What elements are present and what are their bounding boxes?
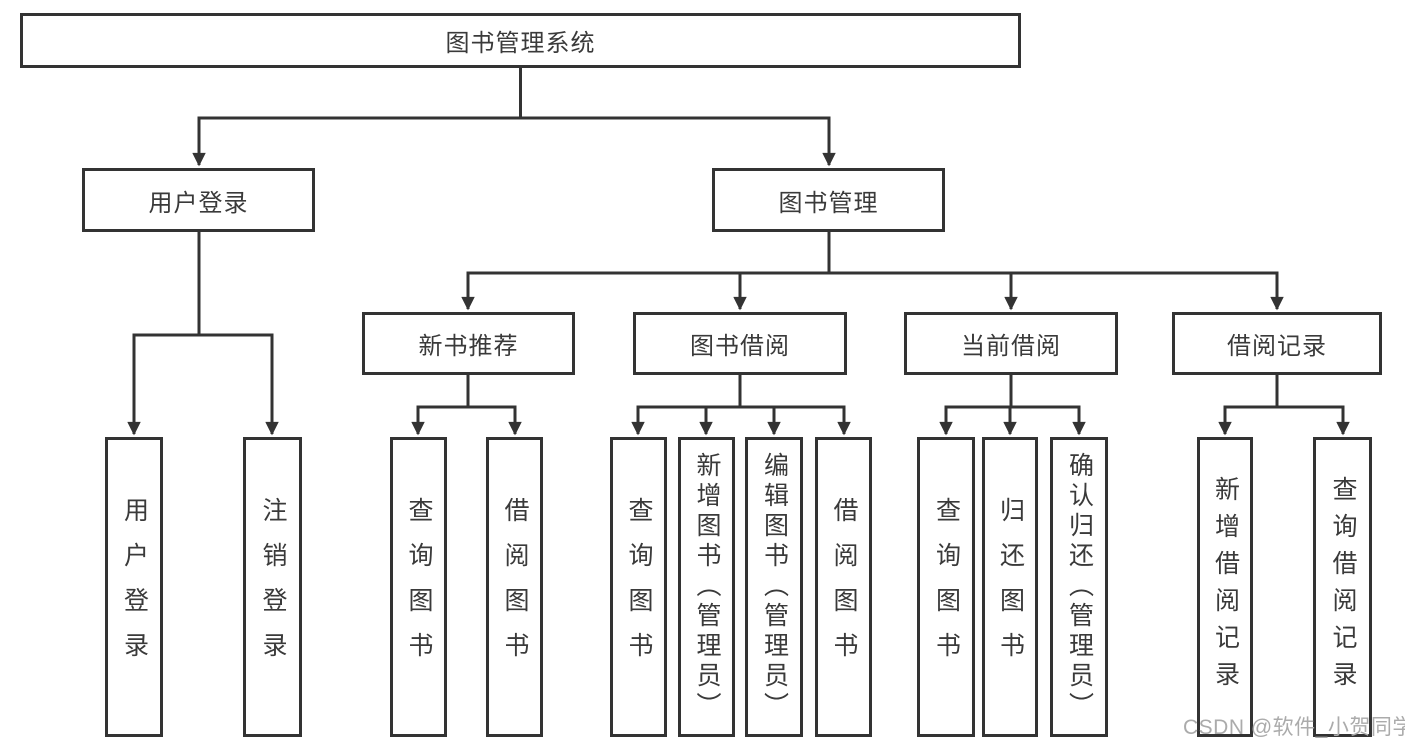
watermark: CSDN @软件_小贺同学 [1183,716,1405,739]
leaf-query-book-current: 查询图书 [917,437,975,737]
node-root-system: 图书管理系统 [20,13,1021,68]
leaf-user-login: 用户登录 [105,437,163,737]
node-book-borrow: 图书借阅 [633,312,847,375]
leaf-add-borrow-record: 新增借阅记录 [1197,437,1253,737]
leaf-query-borrow-record: 查询借阅记录 [1313,437,1372,737]
leaf-query-book-borrow: 查询图书 [610,437,667,737]
leaf-edit-book-admin: 编辑图书（管理员） [745,437,803,737]
leaf-query-book-recommend: 查询图书 [390,437,447,737]
node-borrow-record: 借阅记录 [1172,312,1382,375]
node-user-login: 用户登录 [82,168,315,232]
leaf-borrow-book-recommend: 借阅图书 [486,437,543,737]
node-new-book-recommend: 新书推荐 [362,312,575,375]
node-current-borrow: 当前借阅 [904,312,1118,375]
leaf-borrow-book: 借阅图书 [815,437,872,737]
leaf-confirm-return-admin: 确认归还（管理员） [1050,437,1108,737]
leaf-return-book: 归还图书 [982,437,1038,737]
node-book-management: 图书管理 [712,168,945,232]
leaf-logout: 注销登录 [243,437,302,737]
leaf-add-book-admin: 新增图书（管理员） [678,437,735,737]
